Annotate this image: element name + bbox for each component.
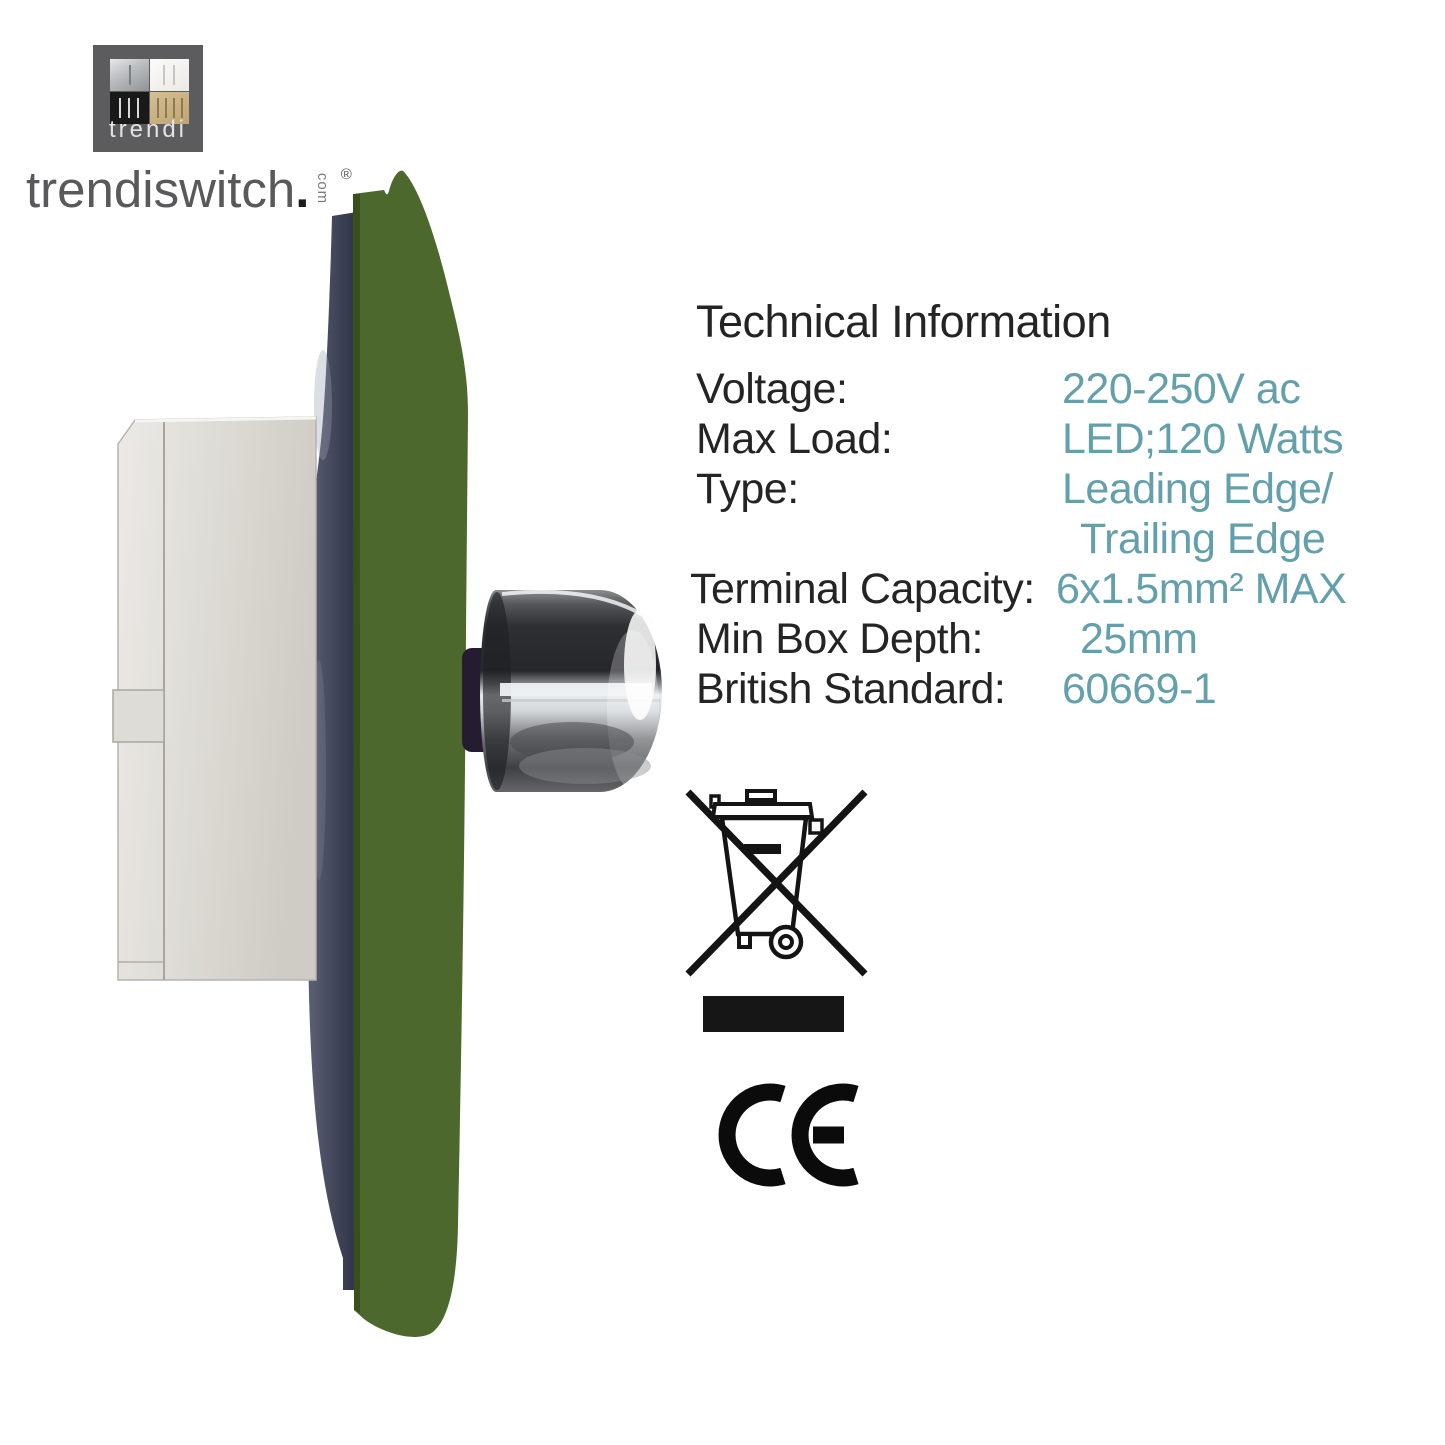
face-plate-edge bbox=[353, 194, 360, 1313]
wordmark-text: trendiswitch bbox=[26, 161, 296, 218]
row-value: 60669-1 bbox=[1062, 665, 1217, 713]
row-label: Type: bbox=[696, 465, 799, 513]
ce-mark-icon bbox=[718, 1083, 859, 1187]
row-label: British Standard: bbox=[696, 665, 1006, 713]
box-clip-tab bbox=[112, 689, 165, 743]
white-switch-tile bbox=[150, 59, 189, 91]
row-label: Min Box Depth: bbox=[696, 615, 983, 663]
face-plate bbox=[353, 170, 468, 1337]
dimmer-knob bbox=[480, 589, 662, 792]
back-box bbox=[117, 416, 317, 981]
row-label: Voltage: bbox=[696, 365, 848, 413]
registered-mark-icon: ® bbox=[340, 166, 352, 183]
tech-heading: Technical Information bbox=[696, 296, 1111, 347]
tech-rows: Voltage: 220-250V ac Max Load: LED;120 W… bbox=[690, 364, 1390, 714]
row-value: 6x1.5mm² MAX bbox=[1056, 565, 1347, 613]
gold-switch-tile bbox=[150, 92, 189, 124]
tech-row-max-load: Max Load: LED;120 Watts bbox=[690, 414, 1390, 464]
black-switch-tile bbox=[110, 92, 149, 124]
row-value-line2: Trailing Edge bbox=[1080, 515, 1326, 563]
row-label: Terminal Capacity: bbox=[690, 565, 1035, 613]
dimmer-switch-side-view bbox=[112, 170, 662, 1337]
tech-row-voltage: Voltage: 220-250V ac bbox=[690, 364, 1390, 414]
weee-bin-icon bbox=[685, 789, 868, 977]
tech-row-british-standard: British Standard: 60669-1 bbox=[690, 664, 1390, 714]
weee-black-bar bbox=[703, 996, 844, 1032]
wordmark-dot: . bbox=[295, 161, 310, 218]
logo-switch-tiles bbox=[110, 59, 190, 125]
technical-information: Technical Information Voltage: 220-250V … bbox=[690, 296, 1390, 714]
trendi-logo: trendi bbox=[93, 45, 203, 152]
row-value: LED;120 Watts bbox=[1062, 415, 1344, 463]
tech-row-min-box-depth: Min Box Depth: 25mm bbox=[690, 614, 1390, 664]
row-value: 220-250V ac bbox=[1062, 365, 1301, 413]
row-label: Max Load: bbox=[696, 415, 893, 463]
row-value: Leading Edge/Trailing Edge bbox=[1062, 465, 1333, 563]
tech-row-terminal-capacity: Terminal Capacity: 6x1.5mm² MAX bbox=[690, 564, 1390, 614]
silver-switch-tile bbox=[110, 59, 149, 91]
plate-back-moulding bbox=[308, 212, 357, 1290]
brand-wordmark: trendiswitch.com® bbox=[26, 160, 352, 219]
logo-text: trendi bbox=[108, 116, 188, 143]
row-value: 25mm bbox=[1080, 615, 1198, 663]
tech-row-type: Type: Leading Edge/Trailing Edge bbox=[690, 464, 1390, 564]
